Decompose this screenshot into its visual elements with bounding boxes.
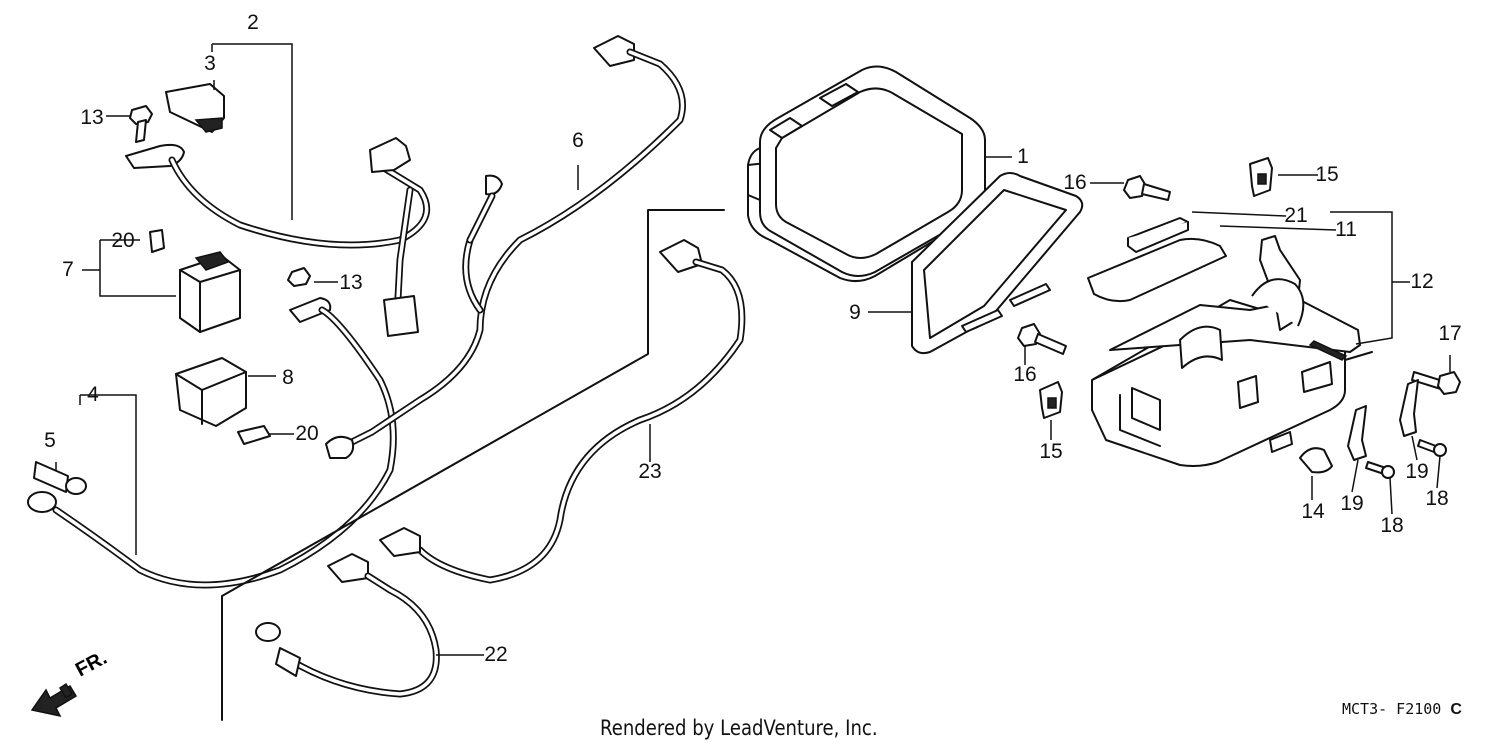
relay-cover-part-8[interactable] — [175, 357, 247, 427]
front-direction-arrow-icon — [30, 682, 78, 718]
diagram-code-suffix: C — [1450, 701, 1462, 718]
callout-c4[interactable]: 4 — [87, 383, 99, 406]
callout-c2[interactable]: 2 — [247, 11, 259, 34]
fuse-part-20-bottom[interactable] — [237, 425, 271, 445]
divider-line — [221, 209, 725, 721]
cable-part-6[interactable] — [325, 35, 686, 459]
battery-part-1[interactable] — [747, 65, 986, 282]
callout-layer: 1234567891112131314151516161718181919202… — [44, 11, 1462, 666]
bolt-part-17[interactable] — [1411, 371, 1461, 395]
screw-part-18-left[interactable] — [1365, 461, 1395, 479]
callout-c19a[interactable]: 19 — [1340, 492, 1363, 515]
starter-relay-part-7[interactable] — [179, 251, 241, 333]
bolt-part-16-top[interactable] — [1123, 175, 1171, 201]
cable-part-22[interactable] — [255, 553, 440, 698]
callout-c14[interactable]: 14 — [1301, 500, 1325, 523]
callout-c16a[interactable]: 16 — [1063, 171, 1086, 194]
clip-nut-part-15-top[interactable] — [1249, 157, 1273, 197]
starter-cable-part-2[interactable] — [125, 137, 431, 337]
callout-c1[interactable]: 1 — [1017, 145, 1029, 168]
callout-c23[interactable]: 23 — [638, 460, 661, 483]
diagram-code: MCT3- F2100 C — [1342, 700, 1462, 719]
callout-c13a[interactable]: 13 — [80, 106, 103, 129]
callout-c17[interactable]: 17 — [1438, 322, 1461, 345]
bolt-part-13-middle[interactable] — [287, 267, 332, 323]
credit-text: Rendered by LeadVenture, Inc. — [600, 716, 878, 740]
battery-case-part-12[interactable] — [1091, 235, 1373, 467]
callout-c15a[interactable]: 15 — [1315, 163, 1338, 186]
callout-c21[interactable]: 21 — [1284, 204, 1307, 227]
callout-c15b[interactable]: 15 — [1039, 440, 1062, 463]
callout-c6[interactable]: 6 — [572, 129, 584, 152]
cushion-part-11[interactable] — [1087, 237, 1227, 303]
callout-c8[interactable]: 8 — [282, 366, 294, 389]
diagram-code-text: MCT3- F2100 — [1342, 700, 1442, 718]
stay-part-19-left[interactable] — [1347, 405, 1367, 461]
callout-c3[interactable]: 3 — [204, 52, 216, 75]
cable-part-23[interactable] — [379, 239, 746, 584]
stay-part-19-right[interactable] — [1399, 379, 1419, 437]
clip-nut-part-15-bottom[interactable] — [1039, 381, 1063, 419]
cap-part-3[interactable] — [165, 83, 225, 133]
callout-c19b[interactable]: 19 — [1405, 460, 1428, 483]
cable-part-4[interactable] — [27, 306, 397, 589]
callout-c20b[interactable]: 20 — [295, 422, 318, 445]
callout-c18a[interactable]: 18 — [1380, 514, 1403, 537]
bolt-part-16-bottom[interactable] — [1017, 323, 1067, 355]
callout-c13b[interactable]: 13 — [339, 271, 362, 294]
bolt-part-5[interactable] — [33, 461, 87, 495]
callout-c22[interactable]: 22 — [484, 643, 507, 666]
callout-c7[interactable]: 7 — [62, 258, 74, 281]
callout-c11[interactable]: 11 — [1335, 218, 1357, 241]
cushion-part-21[interactable] — [1127, 217, 1189, 253]
clip-part-14[interactable] — [1299, 447, 1333, 474]
callout-c9[interactable]: 9 — [849, 301, 861, 324]
battery-mat-part-9[interactable] — [911, 172, 1084, 355]
callout-c20a[interactable]: 20 — [111, 229, 134, 252]
bolt-part-13-top[interactable] — [129, 105, 153, 143]
callout-c18b[interactable]: 18 — [1425, 487, 1448, 510]
fuse-part-20-top[interactable] — [149, 229, 165, 253]
callout-c16b[interactable]: 16 — [1013, 363, 1036, 386]
callout-c5[interactable]: 5 — [44, 429, 56, 452]
leader-lines — [55, 43, 1451, 656]
screw-part-18-right[interactable] — [1417, 439, 1447, 457]
callout-c12[interactable]: 12 — [1410, 270, 1433, 293]
